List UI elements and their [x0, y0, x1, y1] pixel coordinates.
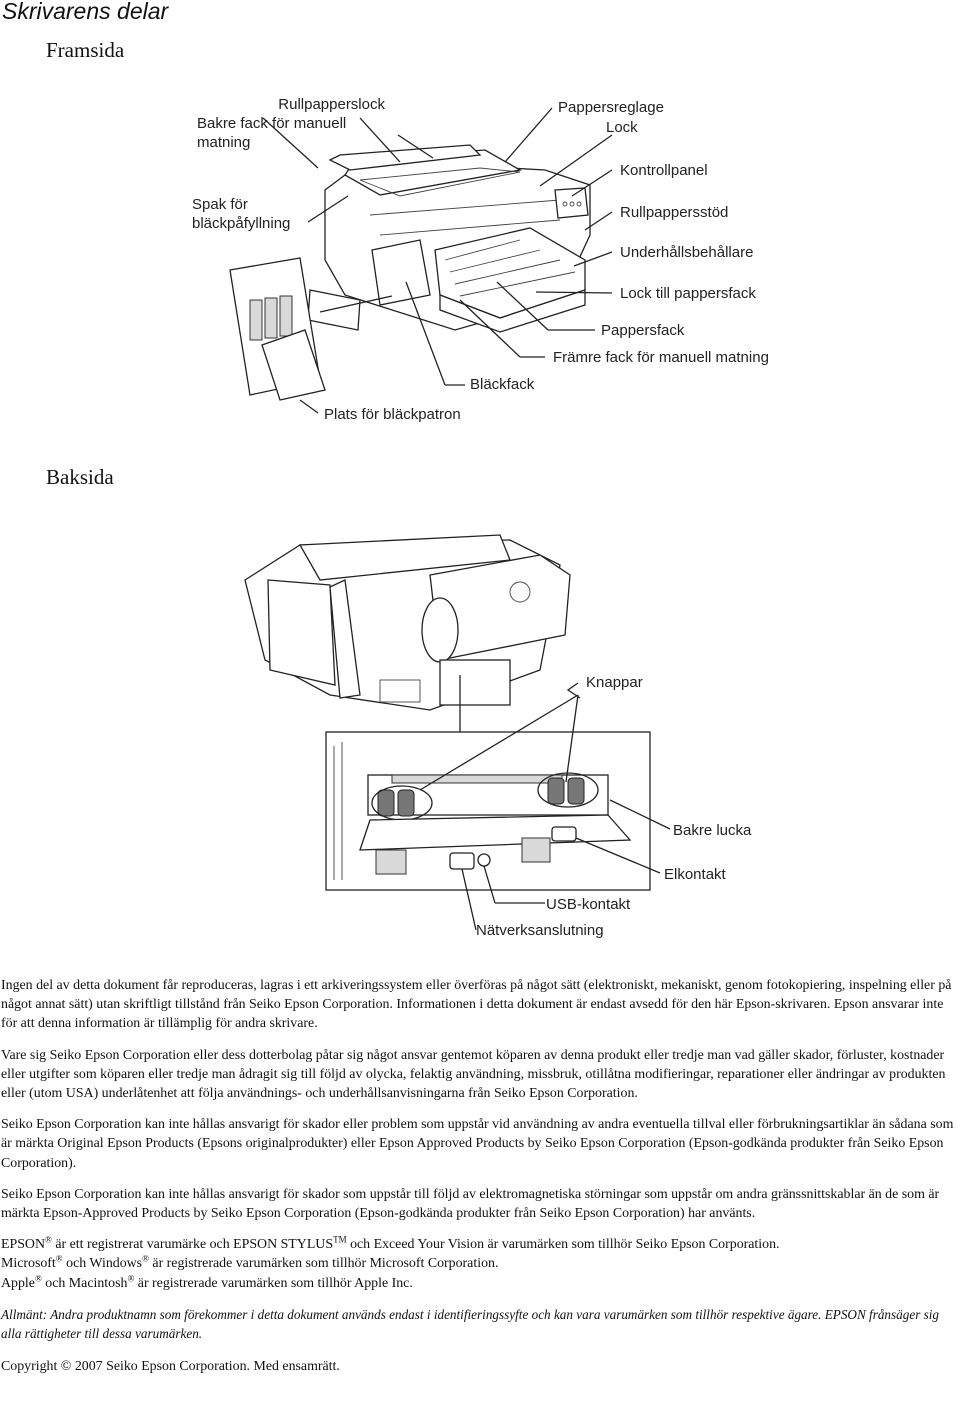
- label-paper-tray: Pappersfack: [601, 322, 685, 339]
- copyright: Copyright © 2007 Seiko Epson Corporation…: [1, 1359, 340, 1375]
- front-printer-illustration: [229, 107, 613, 414]
- tm-apple-end: är registrerade varumärken som tillhör A…: [137, 1275, 413, 1291]
- tm-microsoft-end: är registrerade varumärken som tillhör M…: [152, 1256, 499, 1272]
- label-ink-compartment: Bläckfack: [470, 376, 535, 393]
- tm-epson-brand: EPSON: [1, 1237, 45, 1253]
- trademark-epson: EPSON® är ett registrerat varumärke och …: [1, 1235, 956, 1254]
- legal-paragraph-1: Ingen del av detta dokument får reproduc…: [1, 978, 952, 1032]
- legal-paragraph-4: Seiko Epson Corporation kan inte hållas …: [1, 1186, 940, 1222]
- label-cartridge-slot: Plats för bläckpatron: [324, 406, 461, 423]
- reg-mark: ®: [34, 1273, 42, 1284]
- tm-apple: Apple: [1, 1275, 35, 1291]
- tm-windows: och Windows: [66, 1256, 143, 1272]
- label-power: Elkontakt: [664, 866, 726, 883]
- reg-mark: ®: [45, 1234, 52, 1245]
- label-ink-lever-1: Spak för: [192, 196, 248, 213]
- label-roll-lock: Rullpapperslock: [278, 96, 385, 113]
- trademark-apple: Apple® och Macintosh® är registrerade va…: [1, 1274, 956, 1293]
- label-paper-guide: Pappersreglage: [558, 99, 664, 116]
- general-notice: Allmänt: Andra produktnamn som förekomme…: [1, 1306, 940, 1342]
- label-usb: USB-kontakt: [546, 896, 631, 913]
- tm-epson-mid: är ett registrerat varumärke och EPSON S…: [55, 1237, 334, 1253]
- label-roll-support: Rullpappersstöd: [620, 204, 729, 221]
- reg-mark: ®: [142, 1253, 149, 1264]
- front-heading: Framsida: [46, 38, 125, 62]
- label-rear-cover: Bakre lucka: [673, 822, 752, 839]
- label-buttons: Knappar: [586, 674, 643, 691]
- legal-paragraph-2: Vare sig Seiko Epson Corporation eller d…: [1, 1047, 946, 1102]
- tm-epson-end: och Exceed Your Vision är varumärken som…: [350, 1237, 780, 1253]
- page-title: Skrivarens delar: [2, 0, 169, 24]
- label-network: Nätverksanslutning: [476, 922, 604, 939]
- reg-mark: ®: [55, 1253, 63, 1264]
- trademark-microsoft: Microsoft® och Windows® är registrerade …: [1, 1254, 956, 1273]
- label-rear-manual-1: Bakre fack för manuell: [197, 115, 347, 132]
- reg-mark: ®: [127, 1273, 135, 1284]
- tm-macintosh: och Macintosh: [45, 1275, 128, 1291]
- back-printer-illustration: [244, 534, 671, 931]
- label-ink-lever-2: bläckpåfyllning: [192, 215, 291, 232]
- label-lock: Lock: [606, 119, 638, 136]
- tm-mark: TM: [333, 1234, 347, 1245]
- label-control-panel: Kontrollpanel: [620, 162, 708, 179]
- back-heading: Baksida: [46, 465, 114, 489]
- label-maintenance: Underhållsbehållare: [620, 244, 754, 261]
- label-tray-lock: Lock till pappersfack: [620, 285, 756, 302]
- label-front-manual: Främre fack för manuell matning: [553, 349, 769, 366]
- tm-microsoft: Microsoft: [1, 1256, 56, 1272]
- legal-paragraph-3: Seiko Epson Corporation kan inte hållas …: [1, 1117, 954, 1171]
- legal-block: Ingen del av detta dokument får reproduc…: [1, 976, 956, 1376]
- label-rear-manual-2: matning: [197, 134, 251, 151]
